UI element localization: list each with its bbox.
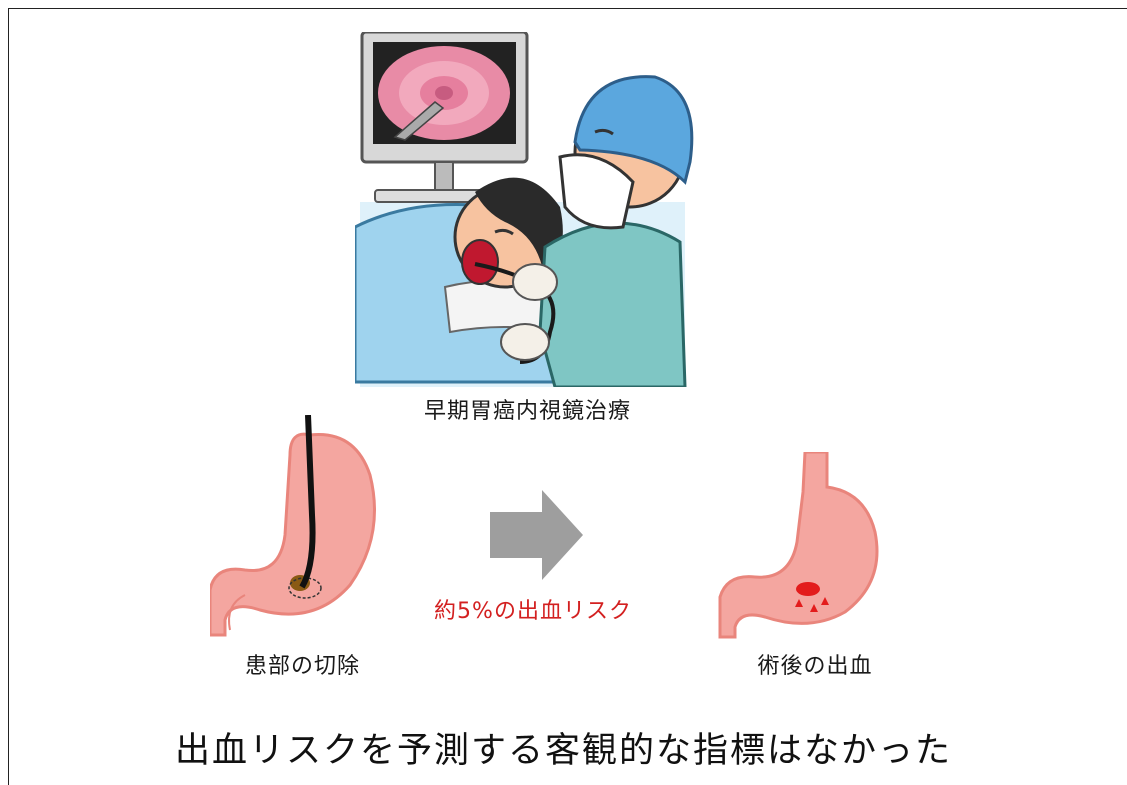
right-caption: 術後の出血 bbox=[757, 654, 873, 679]
stomach-bleeding bbox=[718, 452, 879, 639]
bleeding-risk-label: 約5%の出血リスク bbox=[434, 599, 632, 624]
frame-top-border bbox=[8, 8, 1127, 9]
endoscopy-illustration bbox=[355, 32, 694, 387]
procedure-label: 早期胃癌内視鏡治療 bbox=[423, 399, 631, 424]
stomach-with-endoscope bbox=[210, 415, 376, 637]
right-arrow-icon bbox=[490, 490, 583, 580]
headline: 出血リスクを予測する客観的な指標はなかった bbox=[174, 731, 952, 771]
left-caption: 患部の切除 bbox=[244, 654, 360, 679]
frame-left-border bbox=[8, 8, 9, 785]
